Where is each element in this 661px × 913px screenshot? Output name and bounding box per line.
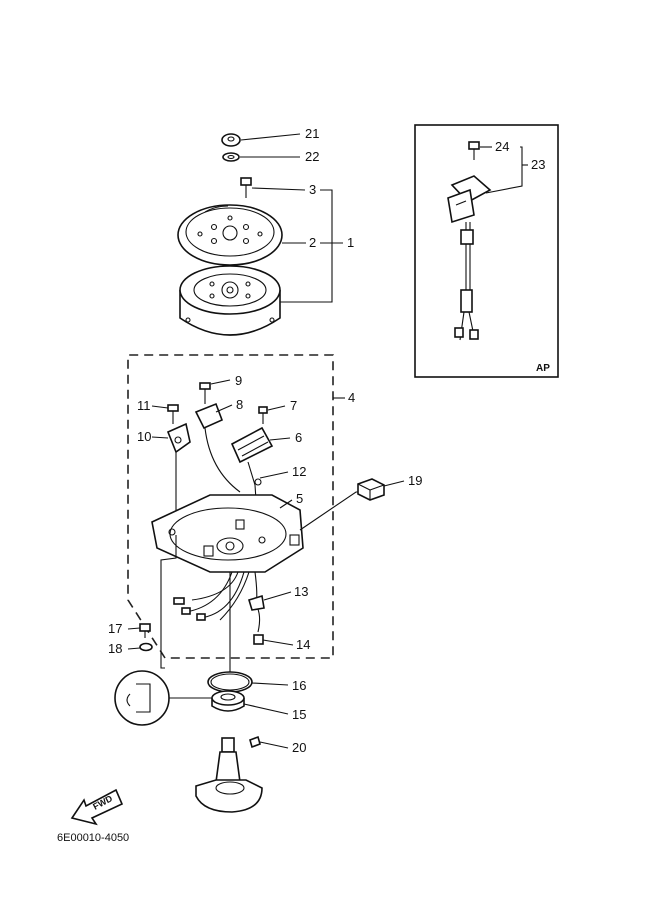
callout-22: 22 — [305, 149, 319, 164]
callout-10: 10 — [137, 429, 151, 444]
callout-15: 15 — [292, 707, 306, 722]
o-ring — [207, 671, 253, 693]
screw-9 — [199, 382, 211, 404]
callout-16: 16 — [292, 678, 306, 693]
inset-bolt — [468, 141, 480, 160]
callout-12: 12 — [292, 464, 306, 479]
screw-14 — [253, 634, 264, 645]
callout-3: 3 — [309, 182, 316, 197]
flywheel-nut — [221, 133, 241, 147]
pulser-coil — [166, 422, 191, 454]
callout-21: 21 — [305, 126, 319, 141]
flywheel — [179, 265, 281, 336]
bolt-3 — [240, 177, 252, 198]
drawing-code: 6E00010-4050 — [57, 832, 129, 844]
callout-24: 24 — [495, 139, 509, 154]
stator-base — [151, 494, 304, 573]
callout-11: 11 — [137, 398, 151, 413]
inset-component — [447, 175, 492, 341]
leaders-inset — [480, 146, 528, 194]
steering-shaft — [195, 735, 263, 813]
leaders-top — [240, 133, 343, 303]
pulser-coil-8 — [194, 402, 224, 430]
callout-19: 19 — [408, 473, 422, 488]
callout-8: 8 — [236, 397, 243, 412]
callout-6: 6 — [295, 430, 302, 445]
callout-18: 18 — [108, 641, 122, 656]
callout-4: 4 — [348, 390, 355, 405]
screw-11 — [167, 404, 179, 424]
leaders-mid — [127, 379, 405, 749]
flywheel-cover — [177, 204, 283, 266]
washer — [222, 152, 240, 162]
fwd-arrow: FWD — [70, 788, 124, 826]
inset-label: AP — [536, 363, 550, 374]
callout-5: 5 — [296, 491, 303, 506]
callout-7: 7 — [290, 398, 297, 413]
callout-20: 20 — [292, 740, 306, 755]
washer-18 — [139, 642, 153, 652]
callout-1: 1 — [347, 235, 354, 250]
callout-2: 2 — [309, 235, 316, 250]
callout-14: 14 — [296, 637, 310, 652]
bolt-17 — [139, 623, 151, 638]
connector-19 — [357, 478, 385, 501]
bearing — [211, 690, 245, 712]
callout-9: 9 — [235, 373, 242, 388]
charge-coil — [230, 426, 274, 464]
callout-17: 17 — [108, 621, 122, 636]
screw-7 — [258, 406, 268, 424]
detail-circle — [114, 670, 212, 726]
callout-13: 13 — [294, 584, 308, 599]
harness-wires — [173, 571, 265, 633]
inset-frame — [414, 124, 559, 378]
callout-23: 23 — [531, 157, 545, 172]
